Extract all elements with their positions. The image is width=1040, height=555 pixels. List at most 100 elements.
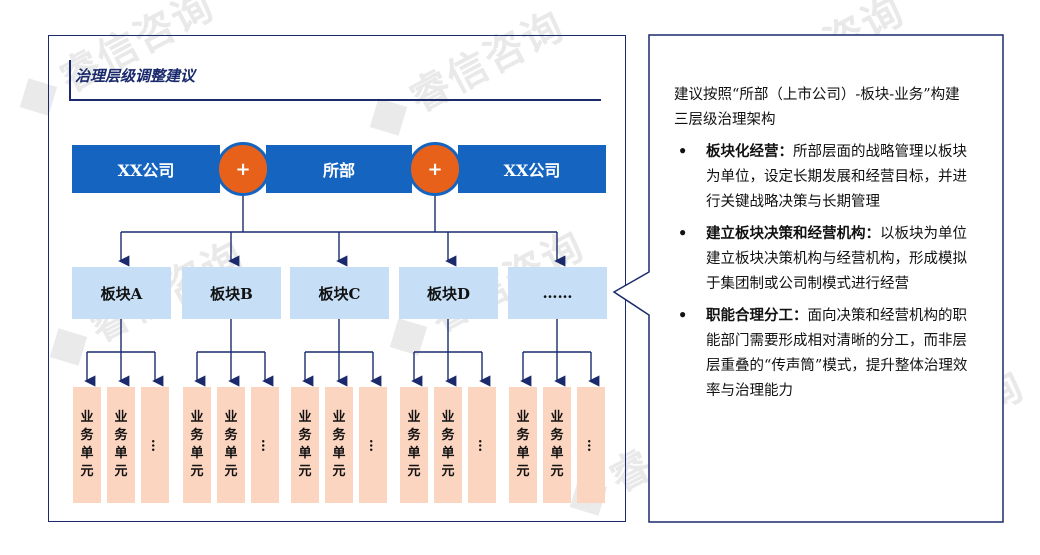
unit-label-char: 业	[298, 410, 312, 425]
recommendation-bullet: • 职能合理分工：面向决策和经营机构的职能部门需要形成相对清晰的分工，而非层层重…	[674, 303, 974, 404]
unit-label-char: 元	[516, 464, 530, 479]
block-b: 板块B	[182, 267, 281, 319]
title-underline	[69, 99, 601, 101]
plus-symbol: +	[235, 158, 251, 180]
business-unit-more: …	[251, 387, 279, 503]
unit-label-char: 务	[190, 428, 204, 443]
block-d: 板块D	[399, 267, 498, 319]
unit-label-char: 单	[80, 446, 94, 461]
unit-label: …	[258, 438, 273, 452]
headquarters-label: 所部	[322, 161, 355, 180]
unit-label-char: 单	[298, 446, 312, 461]
diagram-title: 治理层级调整建议	[75, 67, 196, 85]
unit-label-char: 务	[550, 428, 564, 443]
business-unit: 业务单元	[183, 387, 211, 503]
block-label: 板块A	[100, 284, 143, 303]
recommendation-panel: 建议按照“所部（上市公司）-板块-业务”构建三层级治理架构 • 板块化经营：所部…	[674, 83, 974, 410]
unit-label-char: 业	[516, 410, 530, 425]
unit-label-char: 单	[407, 446, 421, 461]
business-unit-more: …	[359, 387, 387, 503]
unit-label-char: 业	[441, 410, 455, 425]
bullet-heading: 建立板块决策和经营机构：	[706, 225, 880, 242]
block-c: 板块C	[290, 267, 389, 319]
business-unit: 业务单元	[434, 387, 462, 503]
unit-label-char: 元	[407, 464, 421, 479]
block-label: 板块C	[318, 284, 361, 303]
business-unit: 业务单元	[325, 387, 353, 503]
bullet-body: 面向决策和经营机构的职能部门需要形成相对清晰的分工，而非层层重叠的“传声筒”模式…	[706, 308, 968, 399]
unit-label-char: 业	[332, 410, 346, 425]
unit-label-char: 元	[441, 464, 455, 479]
business-unit: 业务单元	[291, 387, 319, 503]
bullet-heading: 板块化经营：	[706, 143, 793, 160]
unit-label-char: 元	[332, 464, 346, 479]
block-more: ……	[508, 267, 607, 319]
unit-label-char: 单	[332, 446, 346, 461]
block-label: 板块D	[426, 284, 470, 303]
unit-label-char: 元	[80, 464, 94, 479]
unit-label: …	[584, 438, 599, 452]
company-label-right: XX公司	[503, 161, 561, 180]
unit-label: …	[148, 438, 163, 452]
bullet-body: 所部层面的战略管理以板块为单位，设定长期发展和经营目标，并进行关键战略决策与长期…	[706, 144, 967, 210]
unit-label-char: 单	[516, 446, 530, 461]
unit-label-char: 业	[114, 410, 128, 425]
plus-icon: +	[216, 142, 270, 196]
unit-label-char: 业	[550, 410, 564, 425]
business-unit-more: …	[577, 387, 605, 503]
unit-label-char: 元	[550, 464, 564, 479]
unit-label-char: 务	[516, 428, 530, 443]
bullet-body: 以板块为单位建立板块决策机构与经营机构，形成模拟于集团制或公司制模式进行经营	[706, 226, 967, 292]
unit-label-char: 业	[190, 410, 204, 425]
business-unit: 业务单元	[217, 387, 245, 503]
business-unit: 业务单元	[509, 387, 537, 503]
business-unit-more: …	[468, 387, 496, 503]
company-bar-left: XX公司	[72, 145, 220, 193]
business-unit: 业务单元	[107, 387, 135, 503]
unit-label-char: 业	[80, 410, 94, 425]
business-unit: 业务单元	[543, 387, 571, 503]
bullet-icon: •	[678, 143, 688, 160]
unit-label-char: 业	[407, 410, 421, 425]
unit-label-char: 单	[224, 446, 238, 461]
unit-label-char: 务	[407, 428, 421, 443]
block-label: 板块B	[210, 284, 253, 303]
bullet-icon: •	[678, 307, 688, 324]
plus-symbol: +	[427, 158, 443, 180]
unit-label-char: 元	[224, 464, 238, 479]
recommendation-bullet: • 建立板块决策和经营机构：以板块为单位建立板块决策机构与经营机构，形成模拟于集…	[674, 221, 974, 297]
unit-label-char: 单	[114, 446, 128, 461]
unit-label: …	[366, 438, 381, 452]
company-label-left: XX公司	[117, 161, 175, 180]
unit-label-char: 务	[332, 428, 346, 443]
recommendation-bullet: • 板块化经营：所部层面的战略管理以板块为单位，设定长期发展和经营目标，并进行关…	[674, 139, 974, 215]
unit-label-char: 单	[441, 446, 455, 461]
unit-label-char: 务	[298, 428, 312, 443]
unit-label: …	[475, 438, 490, 452]
headquarters-bar: 所部	[266, 145, 412, 193]
recommendation-intro: 建议按照“所部（上市公司）-板块-业务”构建三层级治理架构	[674, 87, 960, 128]
unit-label-char: 业	[224, 410, 238, 425]
unit-label-char: 单	[550, 446, 564, 461]
unit-label-char: 元	[114, 464, 128, 479]
unit-label-char: 务	[80, 428, 94, 443]
unit-label-char: 务	[224, 428, 238, 443]
diagram-frame	[48, 35, 626, 522]
callout-frame	[612, 34, 1004, 523]
unit-label-char: 单	[190, 446, 204, 461]
company-bar-right: XX公司	[458, 145, 606, 193]
bullet-icon: •	[678, 225, 688, 242]
unit-label-char: 务	[114, 428, 128, 443]
bullet-heading: 职能合理分工：	[706, 307, 808, 324]
block-label: ……	[542, 284, 573, 302]
plus-icon: +	[408, 142, 462, 196]
business-unit: 业务单元	[73, 387, 101, 503]
unit-label-char: 元	[298, 464, 312, 479]
unit-label-char: 务	[441, 428, 455, 443]
unit-label-char: 元	[190, 464, 204, 479]
business-unit-more: …	[141, 387, 169, 503]
block-a: 板块A	[72, 267, 171, 319]
title-accent-line	[69, 60, 71, 100]
business-unit: 业务单元	[400, 387, 428, 503]
